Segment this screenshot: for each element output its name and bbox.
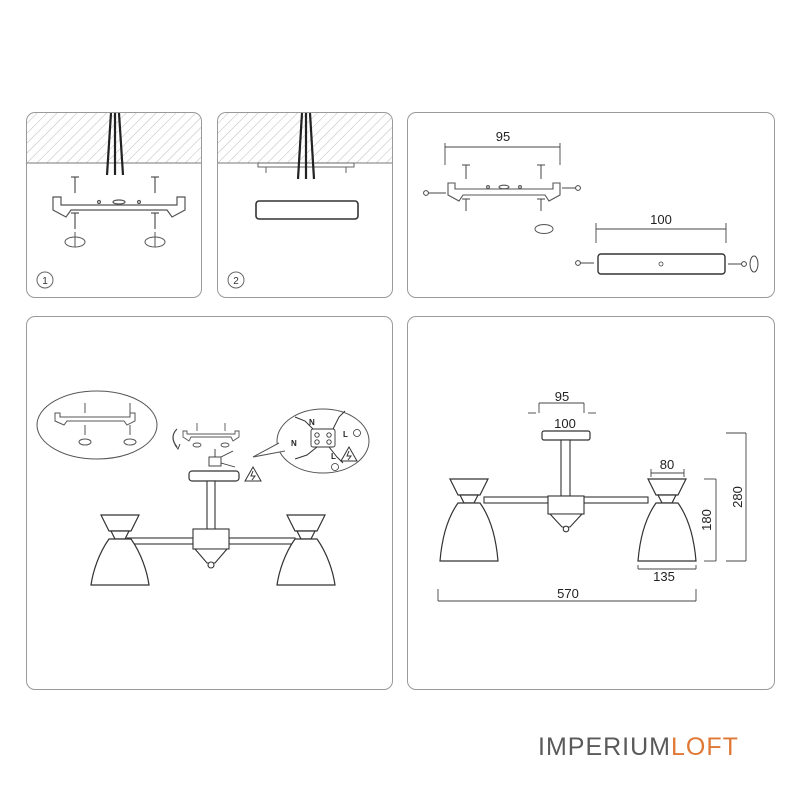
brand-logo: IMPERIUMLOFT: [538, 735, 739, 760]
shade-bottom-diameter-label: 135: [653, 569, 675, 584]
mounting-bracket: [447, 182, 561, 202]
step-1-drawing: 1: [27, 113, 201, 289]
bracket-screws: [423, 164, 581, 211]
total-height-dimension: [726, 432, 747, 562]
right-shade: [637, 478, 697, 562]
bracket-width-dimension: [444, 143, 561, 165]
bracket-width-dimension: [528, 402, 596, 414]
wall-plugs: [64, 232, 166, 248]
right-shade: [276, 514, 336, 586]
shade-bottom-dimension: [637, 565, 697, 570]
bracket-dimensions-drawing: 95 100: [423, 129, 759, 275]
step-number-badge: [227, 271, 245, 289]
step-2-drawing: 2: [218, 113, 392, 289]
brand-part-imperium: IMPERIUM: [538, 733, 671, 761]
fixture-connector: [208, 449, 236, 468]
ground-icon: [331, 429, 361, 471]
canopy-width-label: 100: [650, 212, 672, 227]
stem: [560, 439, 571, 497]
mounting-bracket: [52, 196, 186, 218]
screws-bottom: [71, 212, 159, 229]
bracket-dimensions-panel: 95 100: [407, 112, 775, 298]
wire-l-label-top: L: [343, 430, 348, 439]
bubble-bracket: [54, 403, 137, 446]
shade-height-label: 180: [699, 509, 714, 531]
ceiling-wires: [296, 113, 316, 180]
shade-top-dimension: [650, 469, 685, 477]
shade-top-diameter-label: 80: [660, 457, 674, 472]
step-number: 2: [233, 276, 239, 287]
step-1-panel: 1: [26, 112, 202, 298]
wall-plug: [534, 224, 554, 234]
ceiling-wires: [105, 113, 125, 176]
arrow-curve: [172, 428, 178, 448]
overall-dimensions-drawing: 95 100 80 135: [437, 389, 747, 602]
terminal-block: [310, 428, 336, 448]
brand-part-loft: LOFT: [671, 733, 739, 761]
overall-dimensions-panel: 95 100 80 135: [407, 316, 775, 690]
left-shade: [439, 478, 499, 562]
canopy: [255, 200, 359, 220]
bracket-width-label: 95: [496, 129, 510, 144]
callout-pointer: [252, 442, 286, 458]
step-number-badge: [36, 271, 54, 289]
wiring-drawing: N L N L: [36, 390, 370, 586]
canopy-screws: [575, 255, 759, 273]
canopy-width-label: 100: [554, 416, 576, 431]
shade-height-dimension: [704, 478, 717, 562]
warning-icon: [244, 445, 358, 482]
bracket-detail-bubble: [36, 390, 158, 460]
wire-n-label-top: N: [309, 418, 315, 427]
bracket-width-label: 95: [555, 389, 569, 404]
screws-top: [71, 176, 159, 193]
left-shade: [90, 514, 150, 586]
canopy: [188, 470, 240, 482]
total-height-label: 280: [730, 486, 745, 508]
canopy: [541, 430, 591, 441]
wiring-panel: N L N L: [26, 316, 393, 690]
step-number: 1: [42, 276, 48, 287]
wire-l-label-bottom: L: [331, 452, 336, 461]
canopy-width-dimension: [595, 223, 727, 243]
small-bracket: [182, 423, 240, 448]
total-width-dimension: [437, 589, 697, 602]
wire-n-label-bottom: N: [291, 439, 297, 448]
center-body: [192, 528, 230, 569]
step-2-panel: 2: [217, 112, 393, 298]
center-body: [547, 495, 585, 533]
total-width-label: 570: [557, 586, 579, 601]
